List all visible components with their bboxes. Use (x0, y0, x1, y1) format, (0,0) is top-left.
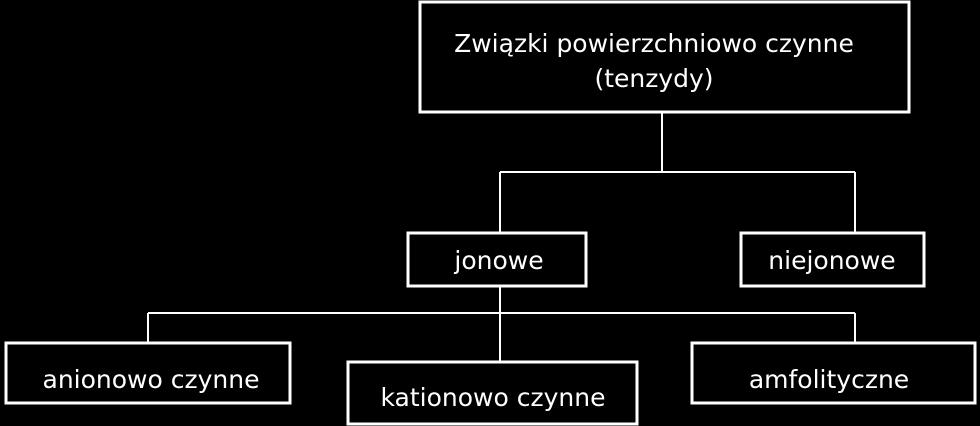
anionic-node-label: anionowo czynne (43, 365, 260, 394)
nonionic-node-label: niejonowe (768, 246, 895, 275)
ionic-node-box (406, 231, 588, 288)
root-node-box (418, 0, 911, 114)
root-node-label-line1: Związki powierzchniowo czynne (454, 29, 854, 58)
connector-lines (147, 113, 856, 362)
nonionic-node: niejonowe (739, 231, 926, 288)
root-node: Związki powierzchniowo czynne (tenzydy) (418, 0, 911, 114)
nonionic-node-box (739, 231, 926, 288)
root-node-label-line2: (tenzydy) (594, 64, 713, 93)
cationic-node-box (346, 360, 639, 426)
anionic-node: anionowo czynne (4, 341, 292, 405)
ionic-node: jonowe (406, 231, 588, 288)
anionic-node-box (4, 341, 292, 405)
cationic-node: kationowo czynne (346, 360, 639, 426)
amphoteric-node-box (690, 341, 977, 405)
cationic-node-label: kationowo czynne (381, 383, 606, 412)
ionic-node-label: jonowe (453, 246, 543, 275)
amphoteric-node-label: amfolityczne (749, 365, 909, 394)
amphoteric-node: amfolityczne (690, 341, 977, 405)
